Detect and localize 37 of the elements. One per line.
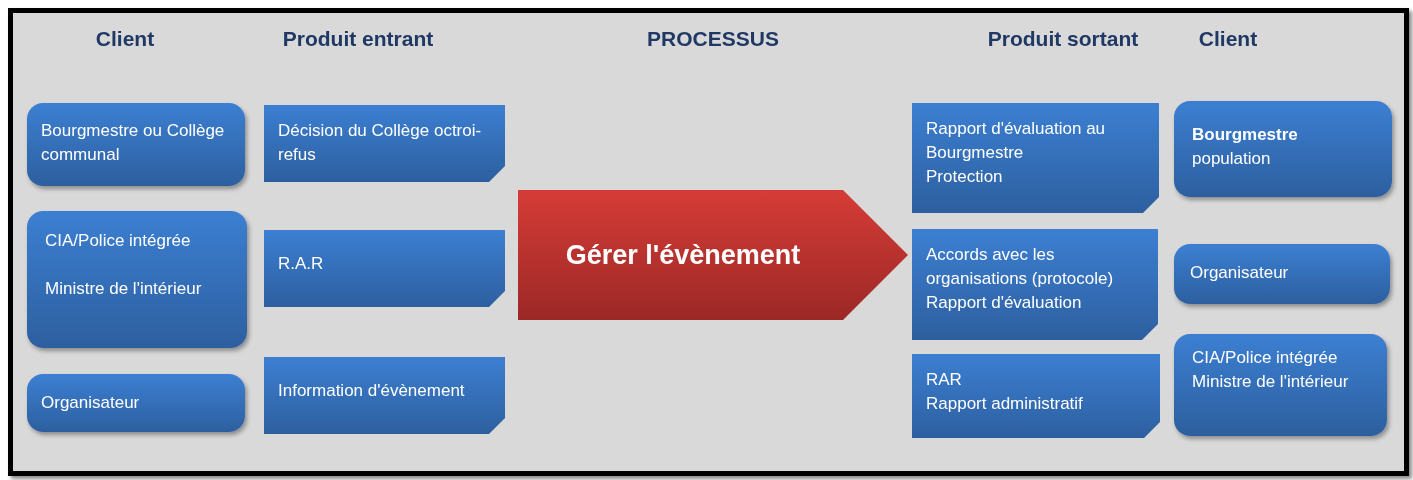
client-box: [27, 211, 247, 348]
box-text: Information d'évènement: [278, 380, 466, 402]
box-text: population: [1192, 148, 1272, 170]
process-label: Gérer l'évènement: [564, 239, 802, 271]
input-note: [264, 357, 505, 434]
box-text: Bourgmestre: [1192, 124, 1299, 146]
box-text: Ministre de l'intérieur: [45, 278, 203, 300]
process-arrow: [518, 190, 908, 320]
box-text: CIA/Police intégrée: [1192, 347, 1339, 369]
input-note: [264, 105, 505, 182]
column-heading: Produit entrant: [282, 27, 434, 51]
client-box: [27, 374, 245, 432]
box-text: Accords avec les organisations (protocole): [926, 244, 1115, 290]
client-box: [1174, 244, 1390, 304]
box-text: CIA/Police intégrée: [45, 230, 192, 252]
column-heading: Produit sortant: [987, 27, 1139, 51]
box-text: Bourgmestre ou Collège communal: [41, 120, 226, 166]
client-box: [1174, 101, 1392, 197]
column-heading: Client: [95, 27, 155, 51]
box-text: Décision du Collège octroi-refus: [278, 120, 483, 166]
column-heading: Client: [1198, 27, 1258, 51]
box-text: Rapport d'évaluation au Bourgmestre: [926, 118, 1107, 164]
box-text: Organisateur: [1190, 262, 1290, 284]
box-text: Protection: [926, 166, 1004, 188]
client-box: [1174, 334, 1387, 436]
client-box: [27, 103, 245, 186]
box-text: RAR: [926, 369, 963, 391]
box-text: Ministre de l'intérieur: [1192, 371, 1350, 393]
output-note: [912, 229, 1158, 340]
box-text: Organisateur: [41, 392, 141, 414]
column-heading: PROCESSUS: [647, 27, 779, 51]
output-note: [912, 103, 1159, 213]
input-note: [264, 230, 505, 307]
box-text: R.A.R: [278, 253, 325, 275]
box-text: Rapport administratif: [926, 393, 1084, 415]
output-note: [912, 354, 1160, 438]
box-text: Rapport d'évaluation: [926, 292, 1083, 314]
